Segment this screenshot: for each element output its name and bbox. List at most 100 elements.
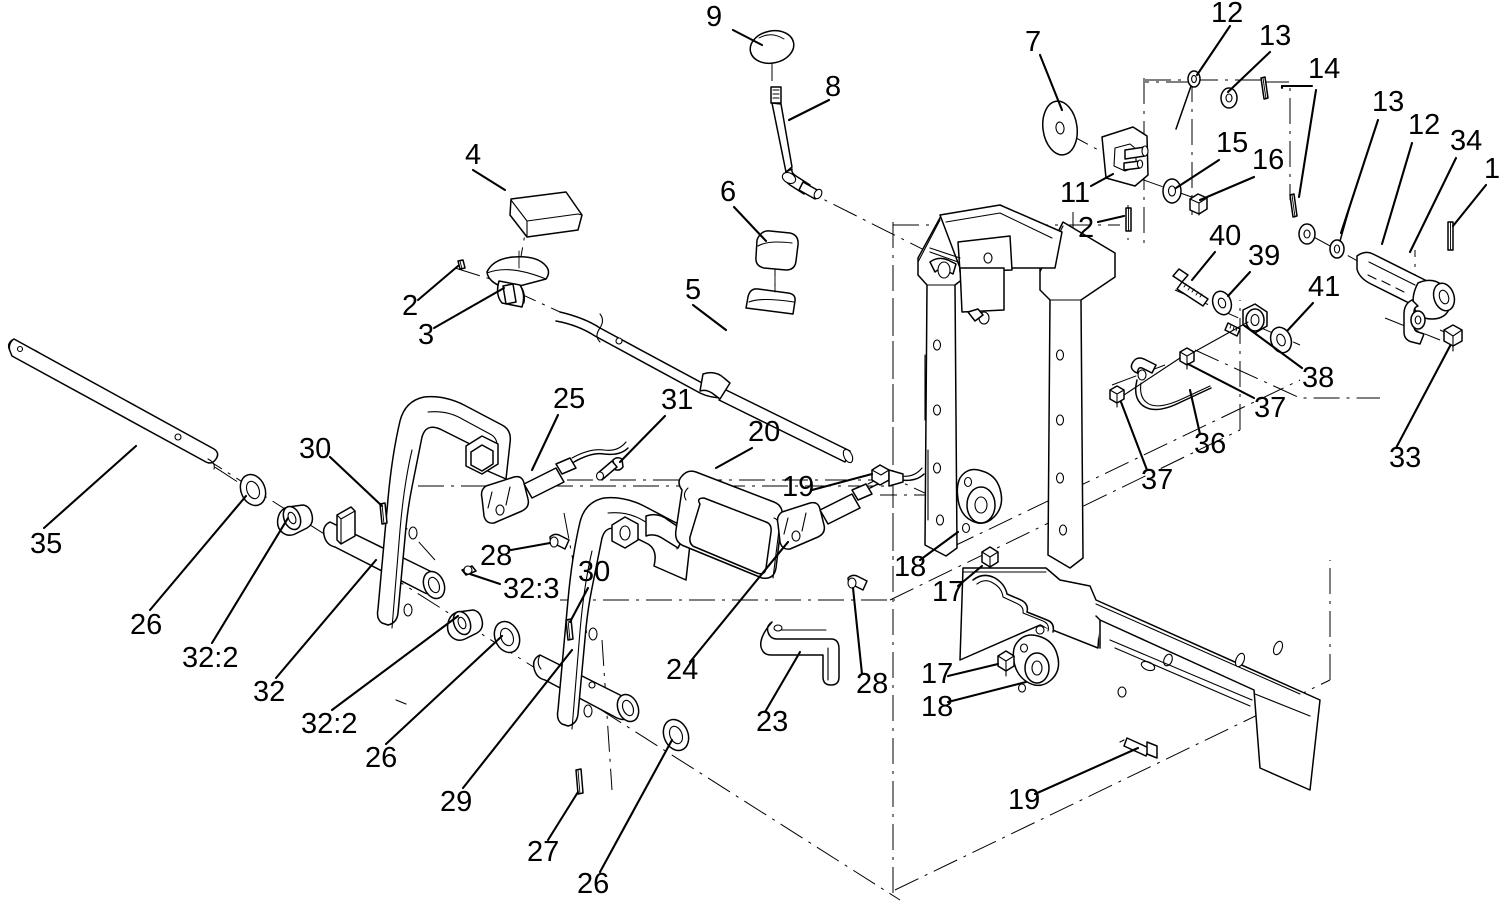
callout-27: 27 [527,836,560,868]
callout-29: 29 [440,786,473,818]
pedal-arm-left [376,395,512,705]
callout-15: 15 [1216,127,1249,159]
part-20-loop [674,470,784,580]
callout-32-3: 32:3 [503,573,560,605]
callout-41: 41 [1308,271,1341,303]
part-30-pin-a [379,502,388,525]
part-13-washer-right [1298,223,1316,245]
part-39-washer [1211,290,1233,316]
callout-26-a: 26 [130,609,163,641]
callout-8: 8 [825,71,842,103]
part-32-2-bushing-a [276,504,314,537]
part-18-flange-lower [1012,634,1060,693]
callout-36: 36 [1194,428,1227,460]
callout-19-b: 19 [1008,784,1041,816]
callout-14: 14 [1308,53,1341,85]
part-28-pin-b [847,574,868,591]
part-35-shaft [7,338,219,470]
callout-26-c: 26 [577,868,610,900]
part-28-pin-a [549,533,570,550]
part-3-pedal [486,250,550,308]
callout-30-a: 30 [299,433,332,465]
part-32-2-bushing-b [446,609,484,642]
part-30-pin-b [565,618,574,641]
part-17-nut-lower [997,650,1015,677]
callout-13-a: 13 [1259,20,1292,52]
callout-34: 34 [1450,125,1483,157]
callout-3: 3 [418,319,435,351]
callout-35: 35 [30,528,63,560]
part-2-rollpin-a [1125,207,1132,232]
part-25-damper-left [480,441,629,524]
callout-31: 31 [661,384,694,416]
part-26-washer-c [662,718,690,752]
part-13-washer-top [1220,87,1238,109]
callout-17-a: 17 [932,576,965,608]
callout-7: 7 [1025,26,1042,58]
callout-16: 16 [1252,144,1285,176]
callout-32-2-b: 32:2 [301,708,358,740]
callout-6: 6 [720,176,737,208]
frame-lower-deck [959,567,1321,791]
callout-28-a: 28 [480,540,513,572]
part-2-rollpin-b [457,259,466,270]
part-19-bolt-lower [1119,737,1158,759]
part-33-nut [1443,324,1463,352]
callout-32: 32 [253,676,286,708]
callout-12-a: 12 [1211,0,1244,29]
callout-33: 33 [1389,442,1422,474]
part-1-rollpin [1447,221,1454,251]
part-36-ubracket [1130,357,1212,411]
callout-13-b: 13 [1372,86,1405,118]
part-32-3-setscrew [461,565,477,576]
frame-upright-right [1039,221,1116,569]
callout-25: 25 [553,383,586,415]
callout-18-b: 18 [921,691,954,723]
part-8-lever [770,86,823,200]
callout-40: 40 [1209,220,1242,252]
callout-2-a: 2 [1078,212,1095,244]
part-7-disc [1042,100,1078,156]
callout-9: 9 [706,1,723,33]
part-19-bolt-upper [871,464,904,487]
leader-lines [42,24,1488,874]
callout-37-b: 37 [1141,464,1174,496]
part-6-pad [745,230,799,315]
callout-4: 4 [465,139,482,171]
callout-11: 11 [1060,177,1091,209]
part-14-cotter-pins [1260,76,1298,218]
part-31-pin [595,456,624,481]
callout-30-b: 30 [578,556,611,588]
callout-17-b: 17 [921,658,954,690]
callout-12-b: 12 [1408,109,1441,141]
part-4-pad [509,191,583,238]
part-27-rollpin [575,768,584,795]
callout-37-a: 37 [1254,392,1287,424]
frame-top-shelf [924,204,1063,521]
callout-1: 1 [1484,153,1501,185]
part-26-washer-a [239,473,267,507]
part-26-washer-b [493,620,521,654]
part-18-flange-upper [956,468,1003,534]
callout-39: 39 [1248,240,1281,272]
callout-38: 38 [1302,362,1335,394]
part-5-rod [555,311,854,464]
callout-28-b: 28 [856,668,889,700]
callout-32-2-a: 32:2 [182,642,239,674]
part-41-washer [1269,326,1293,354]
callout-19-a: 19 [782,471,815,503]
callout-20: 20 [748,416,781,448]
part-38-pivot-nut [1224,303,1268,337]
part-15-washer [1162,178,1182,204]
part-34-lever-arm [1356,251,1456,345]
part-9-knob [749,29,795,65]
part-37-nut-b [1109,385,1125,408]
callout-18-a: 18 [894,551,927,583]
part-37-nut-a [1179,347,1195,370]
callout-24: 24 [666,654,699,686]
part-40-bolt [1172,268,1209,307]
callout-23: 23 [756,706,789,738]
callout-2-b: 2 [402,290,419,322]
